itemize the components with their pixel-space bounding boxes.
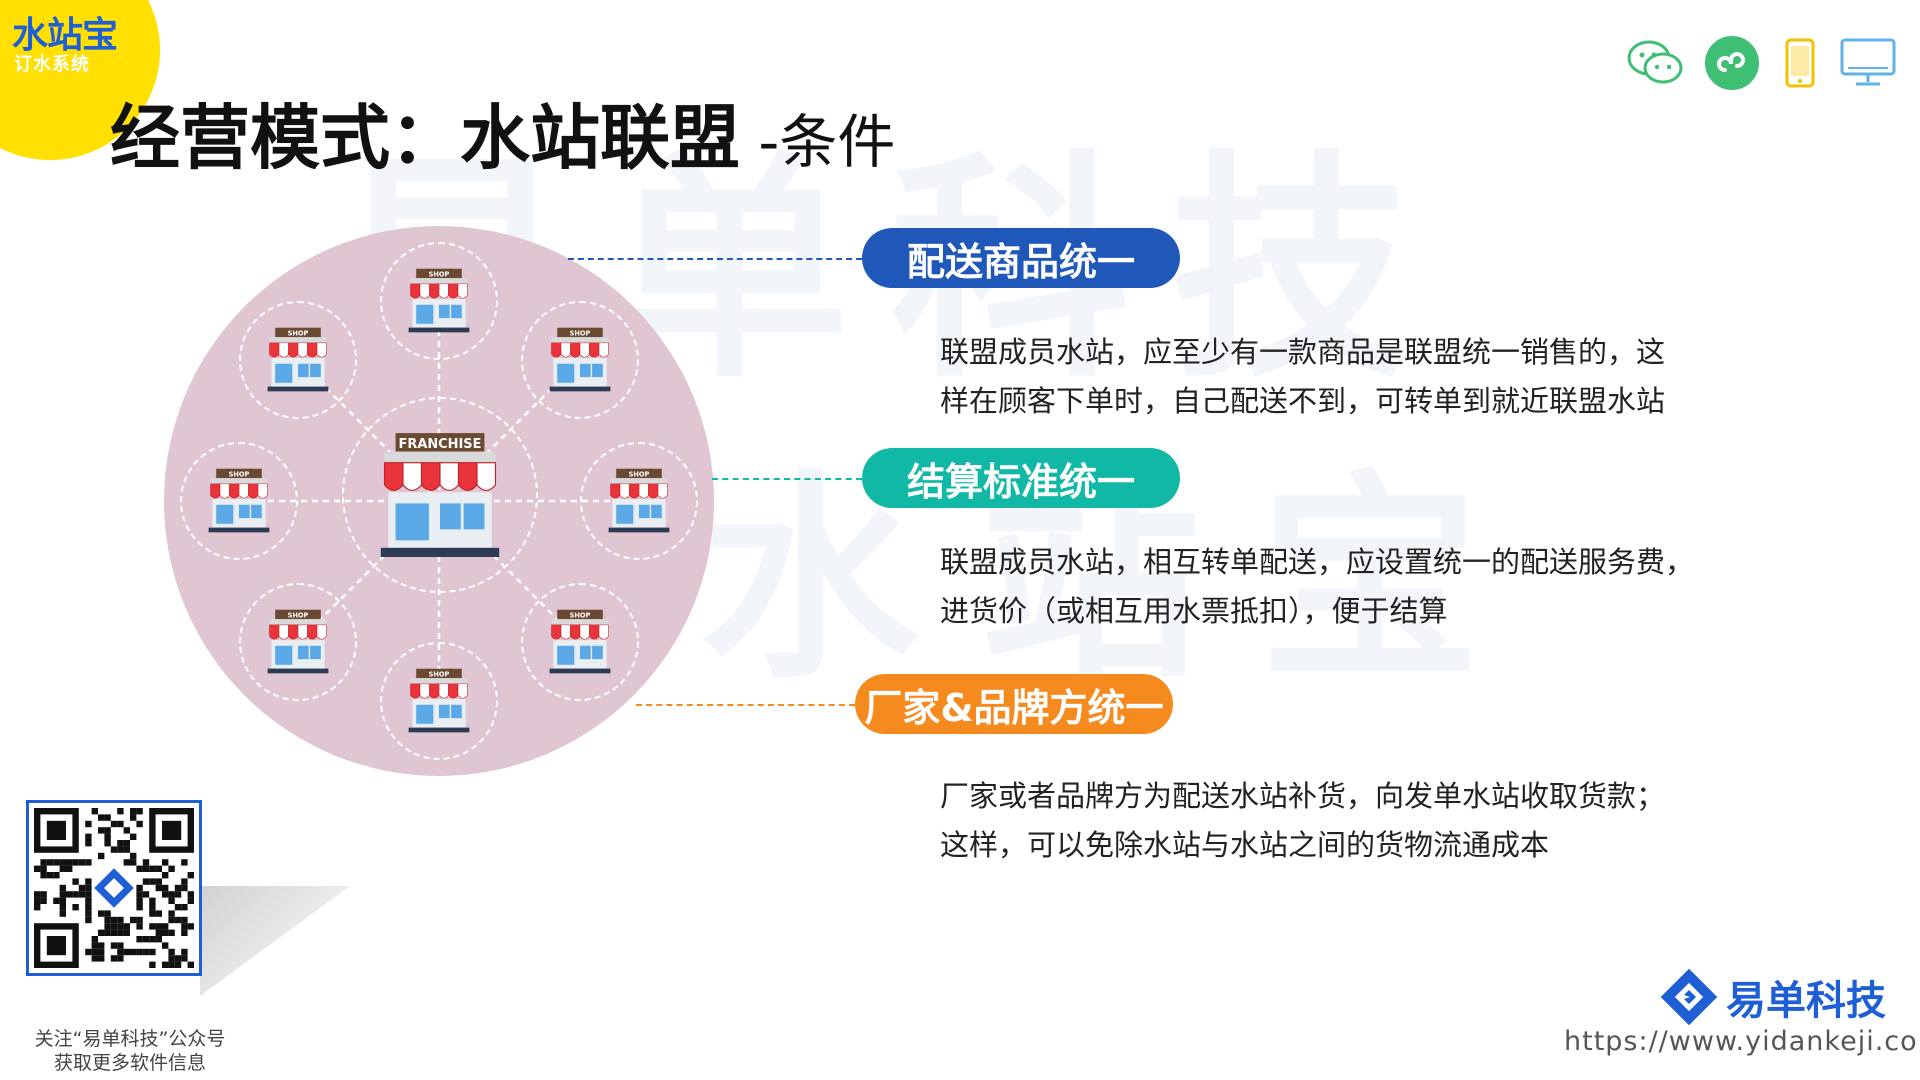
desc-line: 这样，可以免除水站与水站之间的货物流通成本: [940, 828, 1550, 862]
mini-program-icon[interactable]: [1705, 36, 1759, 90]
condition-desc-brand: 厂家或者品牌方为配送水站补货，向发单水站收取货款； 这样，可以免除水站与水站之间…: [940, 772, 1800, 870]
shop-node-bottom: [380, 642, 498, 760]
connector-3: [636, 704, 855, 706]
shop-node-left: [180, 442, 298, 560]
shop-node-right: [580, 442, 698, 560]
condition-desc-settlement: 联盟成员水站，相互转单配送，应设置统一的配送服务费， 进货价（或相互用水票抵扣）…: [940, 538, 1800, 636]
page-title-suffix: -条件: [740, 108, 896, 176]
condition-pill-brand: 厂家&品牌方统一: [855, 674, 1173, 734]
svg-text:SHOP: SHOP: [570, 611, 591, 619]
shop-node-bottom-right: [521, 583, 639, 701]
wechat-icon[interactable]: [1625, 38, 1685, 88]
svg-text:SHOP: SHOP: [288, 329, 309, 337]
desc-line: 厂家或者品牌方为配送水站补货，向发单水站收取货款；: [940, 779, 1666, 813]
svg-text:SHOP: SHOP: [429, 270, 450, 278]
svg-text:SHOP: SHOP: [429, 670, 450, 678]
qr-code[interactable]: [26, 800, 202, 976]
connector-2: [712, 478, 862, 480]
phone-icon[interactable]: [1785, 38, 1815, 88]
shop-icon: SHOP: [267, 609, 329, 674]
condition-pill-goods: 配送商品统一: [862, 228, 1180, 288]
shop-icon: SHOP: [608, 468, 670, 533]
franchise-shop-icon: FRANCHISE: [380, 433, 500, 558]
desc-line: 联盟成员水站，应至少有一款商品是联盟统一销售的，这: [940, 335, 1666, 369]
franchise-node: [342, 397, 538, 593]
page-title-main: 经营模式：水站联盟: [110, 97, 740, 179]
qr-code-pattern: [34, 808, 194, 968]
shop-node-top-left: [239, 301, 357, 419]
page-title: 经营模式：水站联盟 -条件: [110, 82, 895, 183]
brand-url[interactable]: https://www.yidankeji.com: [1564, 1026, 1920, 1057]
shop-icon: SHOP: [549, 609, 611, 674]
shop-icon: SHOP: [408, 668, 470, 733]
qr-caption-2: 获取更多软件信息: [53, 1052, 206, 1074]
qr-caption-1: 关注“易单科技”公众号: [34, 1028, 226, 1050]
shop-node-bottom-left: [239, 583, 357, 701]
brand-logo: 易单科技: [1660, 968, 1886, 1026]
svg-text:SHOP: SHOP: [229, 470, 250, 478]
shop-icon: SHOP: [408, 268, 470, 333]
connector-1: [568, 258, 862, 260]
svg-text:FRANCHISE: FRANCHISE: [399, 437, 482, 452]
desc-line: 样在顾客下单时，自己配送不到，可转单到就近联盟水站: [940, 384, 1666, 418]
logo-subtitle: 订水系统: [14, 54, 90, 75]
shop-icon: SHOP: [267, 327, 329, 392]
desc-line: 联盟成员水站，相互转单配送，应设置统一的配送服务费，: [940, 545, 1695, 579]
logo-title: 水站宝: [12, 15, 118, 56]
brand-name: 易单科技: [1726, 978, 1886, 1024]
desc-line: 进货价（或相互用水票抵扣），便于结算: [940, 594, 1448, 628]
shop-node-top-right: [521, 301, 639, 419]
condition-desc-goods: 联盟成员水站，应至少有一款商品是联盟统一销售的，这 样在顾客下单时，自己配送不到…: [940, 328, 1800, 426]
brand-mark-icon: [1660, 968, 1718, 1026]
svg-text:SHOP: SHOP: [570, 329, 591, 337]
condition-pill-settlement: 结算标准统一: [862, 448, 1180, 508]
shop-node-top: [380, 242, 498, 360]
svg-text:SHOP: SHOP: [629, 470, 650, 478]
shop-icon: SHOP: [208, 468, 270, 533]
desktop-icon[interactable]: [1840, 38, 1896, 88]
qr-shadow: [200, 886, 350, 996]
shop-icon: SHOP: [549, 327, 611, 392]
svg-text:SHOP: SHOP: [288, 611, 309, 619]
